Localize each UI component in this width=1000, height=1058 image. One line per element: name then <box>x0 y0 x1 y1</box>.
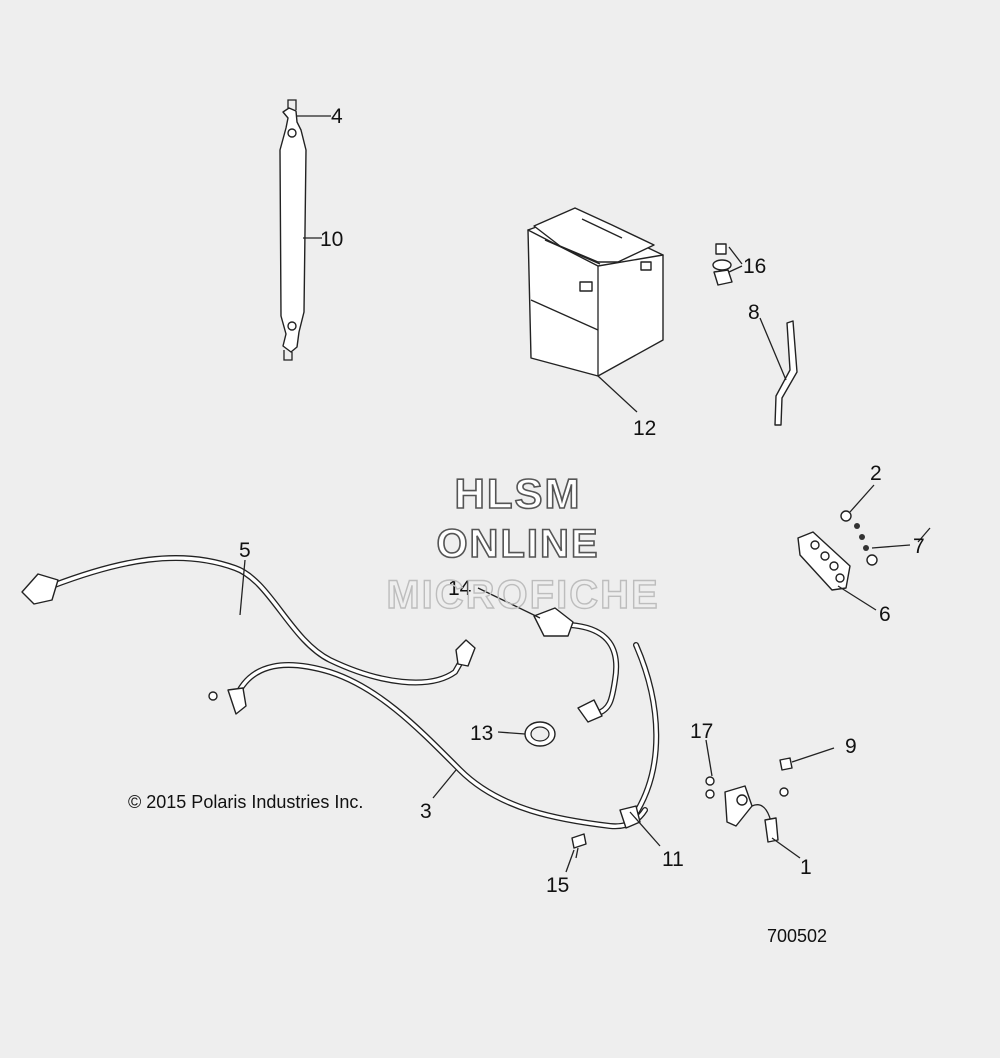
callout-12: 12 <box>633 417 656 440</box>
callout-3: 3 <box>420 800 432 823</box>
copyright-text: © 2015 Polaris Industries Inc. <box>128 792 363 812</box>
callout-2: 2 <box>870 462 882 485</box>
callout-15: 15 <box>546 874 569 897</box>
callout-labels: 4 10 16 8 12 2 7 6 5 14 13 17 9 3 11 1 1… <box>239 105 925 897</box>
callout-17: 17 <box>690 720 713 743</box>
watermark-line-2: ONLINE <box>436 522 599 566</box>
cable-3 <box>208 642 660 830</box>
callout-9: 9 <box>845 735 857 758</box>
callout-8: 8 <box>748 301 760 324</box>
callout-6: 6 <box>879 603 891 626</box>
terminal-block <box>797 510 878 591</box>
figure-id: 700502 <box>767 926 827 946</box>
watermark-line-1: HLSM <box>455 470 582 517</box>
callout-4: 4 <box>331 105 343 128</box>
callout-7: 7 <box>913 535 925 558</box>
callout-13: 13 <box>470 722 493 745</box>
callout-11: 11 <box>662 848 684 871</box>
callout-10: 10 <box>320 228 343 251</box>
callout-16: 16 <box>743 255 766 278</box>
watermark: HLSM ONLINE MICROFICHE <box>386 469 659 618</box>
push-fastener <box>571 833 587 859</box>
callout-14: 14 <box>448 577 472 600</box>
callout-5: 5 <box>239 539 251 562</box>
hose-clamp <box>524 721 556 747</box>
relay-assembly <box>705 757 793 843</box>
cable-14 <box>533 607 620 723</box>
battery-strap <box>279 99 307 361</box>
watermark-line-3: MICROFICHE <box>386 573 659 617</box>
hold-down-bracket <box>774 320 798 426</box>
battery <box>527 207 664 377</box>
cable-5 <box>21 554 476 686</box>
terminal-bolt-nut <box>712 243 733 286</box>
callout-1: 1 <box>800 856 812 879</box>
